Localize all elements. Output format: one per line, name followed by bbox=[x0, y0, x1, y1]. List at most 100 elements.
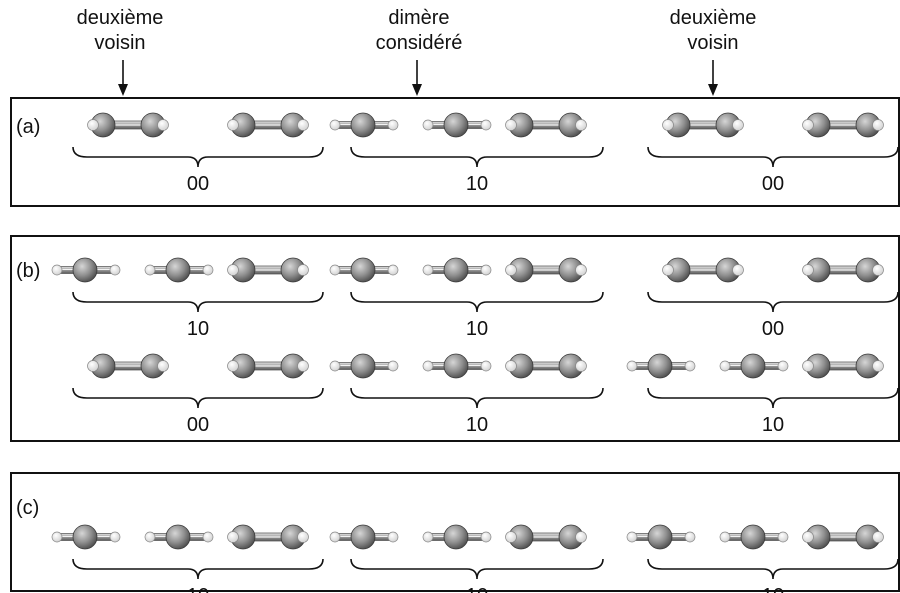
single-bond-dimer bbox=[719, 524, 789, 550]
single-bond-dimer bbox=[422, 112, 492, 138]
hydrogen-atom bbox=[719, 360, 731, 372]
hydrogen-atom bbox=[422, 264, 434, 276]
hydrogen-atom bbox=[662, 264, 674, 276]
single-bond-dimer bbox=[422, 524, 492, 550]
configuration-code: 10 bbox=[466, 318, 488, 340]
silicon-atom bbox=[647, 353, 673, 379]
hydrogen-atom bbox=[575, 360, 587, 372]
silicon-atom bbox=[443, 112, 469, 138]
single-bond-dimer bbox=[144, 257, 214, 283]
panel-c-frame bbox=[10, 472, 900, 592]
double-bond-dimer bbox=[505, 353, 587, 379]
center-down-arrow bbox=[412, 60, 422, 96]
double-bond-dimer bbox=[662, 112, 744, 138]
dimer-group: 10 bbox=[329, 112, 604, 195]
left-down-arrow bbox=[118, 60, 128, 96]
configuration-code: 10 bbox=[187, 318, 209, 340]
group-brace bbox=[350, 146, 604, 168]
panel-b-label: (b) bbox=[16, 260, 40, 282]
hydrogen-atom bbox=[144, 264, 156, 276]
group-brace bbox=[72, 146, 324, 168]
double-bond-dimer bbox=[227, 257, 309, 283]
hydrogen-atom bbox=[777, 360, 789, 372]
hydrogen-atom bbox=[872, 531, 884, 543]
hydrogen-atom bbox=[626, 360, 638, 372]
silicon-atom bbox=[165, 524, 191, 550]
dimer-group: 10 bbox=[329, 353, 604, 436]
single-bond-dimer bbox=[422, 353, 492, 379]
silicon-atom bbox=[443, 257, 469, 283]
hydrogen-atom bbox=[144, 531, 156, 543]
double-bond-dimer bbox=[802, 112, 884, 138]
hydrogen-atom bbox=[480, 119, 492, 131]
double-bond-dimer bbox=[227, 353, 309, 379]
silicon-atom bbox=[443, 353, 469, 379]
double-bond-dimer bbox=[87, 112, 169, 138]
hydrogen-atom bbox=[227, 119, 239, 131]
hydrogen-atom bbox=[575, 264, 587, 276]
silicon-atom bbox=[350, 257, 376, 283]
panel-b-frame bbox=[10, 235, 900, 442]
single-bond-dimer bbox=[51, 524, 121, 550]
hydrogen-atom bbox=[109, 264, 121, 276]
group-brace bbox=[72, 558, 324, 580]
single-bond-dimer bbox=[626, 353, 696, 379]
hydrogen-atom bbox=[802, 264, 814, 276]
hydrogen-atom bbox=[329, 119, 341, 131]
dimer-group: 00 bbox=[72, 353, 324, 436]
group-brace bbox=[647, 558, 899, 580]
configuration-code: 00 bbox=[187, 173, 209, 195]
hydrogen-atom bbox=[575, 119, 587, 131]
hydrogen-atom bbox=[684, 360, 696, 372]
hydrogen-atom bbox=[732, 119, 744, 131]
silicon-atom bbox=[72, 257, 98, 283]
configuration-code: 10 bbox=[187, 585, 209, 593]
configuration-code: 00 bbox=[762, 173, 784, 195]
configuration-code: 10 bbox=[762, 585, 784, 593]
right-down-arrow bbox=[708, 60, 718, 96]
panel-a-label: (a) bbox=[16, 116, 40, 138]
double-bond-dimer bbox=[227, 524, 309, 550]
double-bond-dimer bbox=[802, 524, 884, 550]
right-annotation-line1: deuxième bbox=[670, 7, 757, 29]
single-bond-dimer bbox=[329, 353, 399, 379]
hydrogen-atom bbox=[329, 264, 341, 276]
hydrogen-atom bbox=[109, 531, 121, 543]
panel-a-frame bbox=[10, 97, 900, 207]
hydrogen-atom bbox=[505, 119, 517, 131]
dimer-group: 00 bbox=[72, 112, 324, 195]
dimer-group: 00 bbox=[647, 257, 899, 340]
molecule-rows: 001000101000001010101010 bbox=[51, 112, 899, 593]
dimer-group: 00 bbox=[647, 112, 899, 195]
hydrogen-atom bbox=[732, 264, 744, 276]
single-bond-dimer bbox=[719, 353, 789, 379]
dimer-group: 10 bbox=[51, 524, 324, 593]
configuration-code: 10 bbox=[466, 173, 488, 195]
double-bond-dimer bbox=[87, 353, 169, 379]
silicon-atom bbox=[350, 112, 376, 138]
hydrogen-atom bbox=[505, 360, 517, 372]
group-brace bbox=[350, 291, 604, 313]
dimer-group: 10 bbox=[51, 257, 324, 340]
silicon-atom bbox=[740, 353, 766, 379]
hydrogen-atom bbox=[480, 531, 492, 543]
left-annotation-line2: voisin bbox=[94, 32, 145, 54]
group-brace bbox=[350, 558, 604, 580]
double-bond-dimer bbox=[662, 257, 744, 283]
configuration-code: 10 bbox=[466, 585, 488, 593]
hydrogen-atom bbox=[329, 531, 341, 543]
hydrogen-atom bbox=[872, 360, 884, 372]
hydrogen-atom bbox=[505, 264, 517, 276]
double-bond-dimer bbox=[505, 524, 587, 550]
hydrogen-atom bbox=[157, 360, 169, 372]
configuration-code: 10 bbox=[466, 414, 488, 436]
dimer-group: 10 bbox=[329, 257, 604, 340]
hydrogen-atom bbox=[802, 360, 814, 372]
hydrogen-atom bbox=[51, 531, 63, 543]
hydrogen-atom bbox=[872, 119, 884, 131]
hydrogen-atom bbox=[802, 531, 814, 543]
hydrogen-atom bbox=[575, 531, 587, 543]
double-bond-dimer bbox=[505, 112, 587, 138]
hydrogen-atom bbox=[422, 119, 434, 131]
hydrogen-atom bbox=[505, 531, 517, 543]
